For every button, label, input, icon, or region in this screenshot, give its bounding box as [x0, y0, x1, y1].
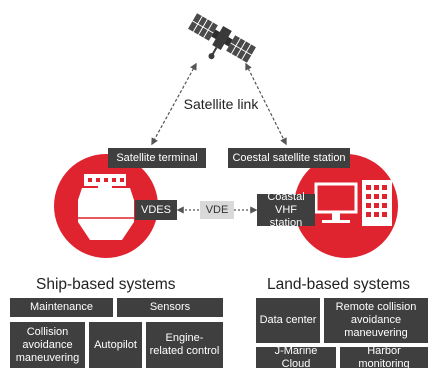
vdes-box: VDES — [135, 200, 177, 220]
ship-system-engine-control: Engine-related control — [146, 322, 223, 368]
land-system-harbor-monitoring: Harbor monitoring — [340, 345, 428, 370]
coastal-vhf-station-box: Coastal VHF station — [257, 191, 315, 229]
ship-system-sensors: Sensors — [117, 298, 223, 317]
ship-system-maintenance: Maintenance — [10, 298, 113, 317]
satellite-link-label: Satellite link — [183, 96, 259, 112]
monitor-icon — [314, 182, 358, 223]
ship-based-systems-heading: Ship-based systems — [36, 276, 176, 293]
satellite-terminal-box: Satellite terminal — [108, 148, 206, 168]
vde-connector-label: VDE — [200, 201, 234, 219]
ship-system-autopilot: Autopilot — [89, 322, 142, 368]
satellite-icon — [188, 13, 256, 63]
satellite-link-arrow-left — [151, 62, 197, 146]
coastal-satellite-station-box: Coestal satellite station — [228, 148, 350, 168]
building-icon — [362, 180, 392, 226]
ship-system-collision-avoidance: Collision avoidance maneuvering — [10, 322, 85, 368]
ship-icon — [78, 174, 134, 240]
land-system-data-center: Data center — [256, 298, 320, 343]
land-based-systems-heading: Land-based systems — [267, 276, 411, 293]
land-system-remote-collision-avoidance: Remote collision avoidance maneuvering — [324, 298, 428, 343]
land-system-j-marine-cloud: J-Marine Cloud — [256, 345, 336, 370]
